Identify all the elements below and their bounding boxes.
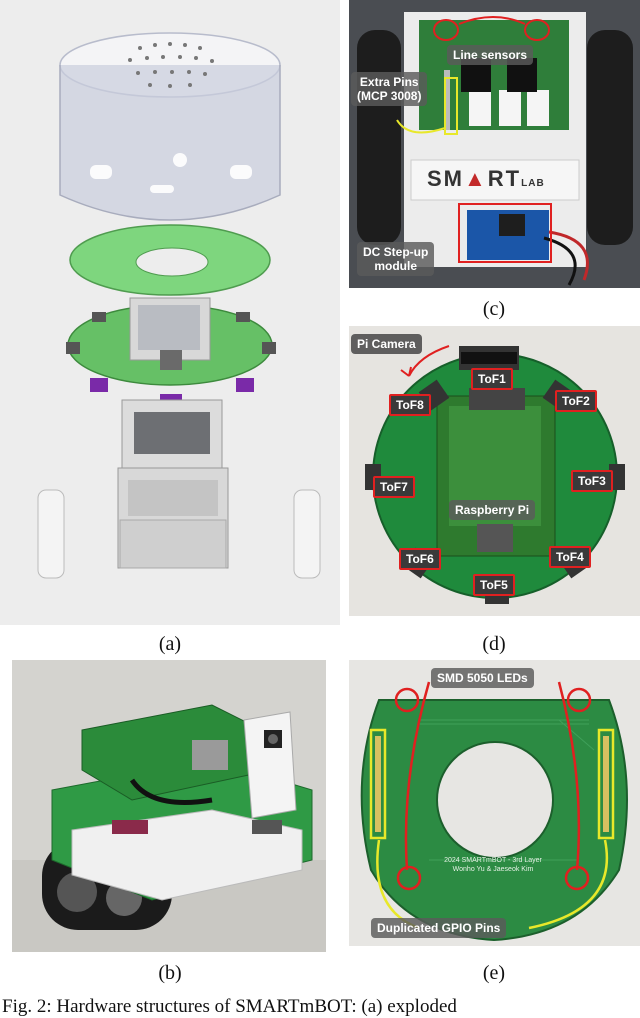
tof7-label: ToF7 [373,476,415,498]
tof6-label: ToF6 [399,548,441,570]
panel-c-top-view: Line sensors Extra Pins (MCP 3008) SM▲RT… [349,0,640,288]
pcb-silkscreen: 2024 SMARTmBOT - 3rd Layer Wonho Yu & Ja… [433,856,553,874]
pcb-layer-drawing [349,660,640,946]
extra-pins-callout: Extra Pins (MCP 3008) [351,72,428,106]
panel-b-label: (b) [158,962,182,984]
extra-pins-line2: (MCP 3008) [357,89,422,103]
tof2-label: ToF2 [555,390,597,412]
pcb-text-line2: Wonho Yu & Jaeseok Kim [452,866,534,873]
assembled-robot-drawing [12,660,326,952]
logo-rt: RT [487,166,522,191]
panel-d-label: (d) [482,633,506,655]
panel-d-sensor-layout: Pi Camera ToF1 ToF2 ToF3 ToF4 ToF5 ToF6 … [349,326,640,616]
raspberry-pi-callout: Raspberry Pi [449,500,536,520]
panel-e-pcb-layer: SMD 5050 LEDs 2024 SMARTmBOT - 3rd Layer… [349,660,640,946]
panel-a-exploded-view [0,0,340,625]
tof1-label: ToF1 [471,368,513,390]
smart-lab-logo: SM▲RTLAB [427,166,545,191]
tof3-label: ToF3 [571,470,613,492]
logo-sm: SM [427,166,464,191]
line-sensors-callout: Line sensors [447,45,534,65]
exploded-view-drawing [37,32,321,579]
gpio-pins-callout: Duplicated GPIO Pins [371,918,507,938]
pcb-text-line1: 2024 SMARTmBOT - 3rd Layer [444,857,542,864]
panel-b-assembled-robot [12,660,326,952]
dc-step-up-line2: module [374,259,417,273]
pi-camera-callout: Pi Camera [351,334,422,354]
leds-callout: SMD 5050 LEDs [431,668,534,688]
dc-step-up-callout: DC Step-up module [357,242,435,276]
panel-c-label: (c) [482,298,506,320]
panel-e-label: (e) [482,962,506,984]
dc-step-up-line1: DC Step-up [363,245,429,259]
extra-pins-line1: Extra Pins [359,75,419,89]
tof5-label: ToF5 [473,574,515,596]
tof8-label: ToF8 [389,394,431,416]
logo-lab: LAB [521,178,545,189]
panel-a-label: (a) [158,633,182,655]
tof4-label: ToF4 [549,546,591,568]
figure-caption: Fig. 2: Hardware structures of SMARTmBOT… [2,996,457,1017]
